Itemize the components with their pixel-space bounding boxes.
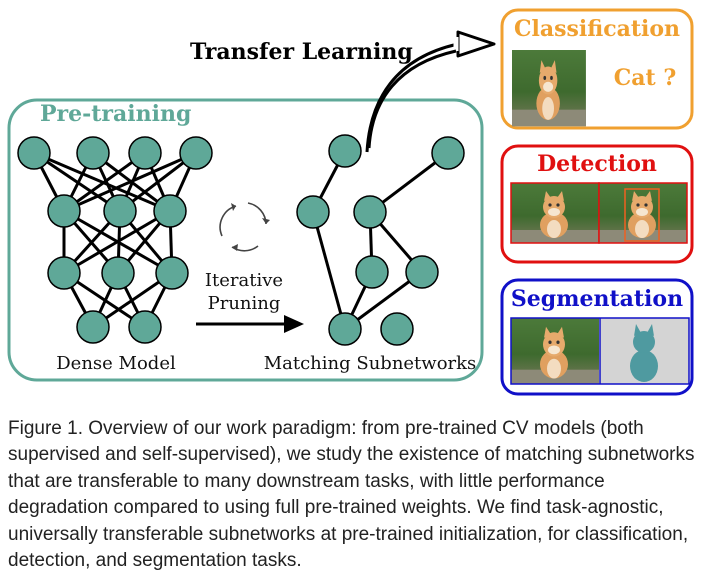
classification-title: Classification	[514, 16, 680, 42]
dense-node	[47, 194, 81, 228]
detection-title: Detection	[537, 151, 657, 177]
dense-node	[128, 136, 162, 170]
dense-node	[155, 256, 189, 290]
subnetwork-node	[296, 195, 330, 229]
iterative-label: Iterative	[205, 270, 283, 291]
subnetwork-edge	[311, 211, 347, 330]
subnetwork-node	[380, 312, 414, 346]
dense-edge	[63, 151, 197, 213]
subnetwork-node	[328, 134, 362, 168]
transfer-arrow-icon	[365, 30, 496, 153]
dense-node	[128, 310, 162, 344]
dense-node	[47, 256, 81, 290]
classification-cat-image	[512, 50, 586, 127]
dense-edge	[63, 209, 171, 275]
overview-figure: Pre-training Dense Model Iterative Pruni…	[7, 8, 694, 396]
dense-model-label: Dense Model	[56, 353, 176, 374]
dense-node	[153, 194, 187, 228]
detection-image-right	[598, 182, 688, 244]
subnetwork-node	[328, 312, 362, 346]
dense-node	[179, 136, 213, 170]
figure-caption: Figure 1. Overview of our work paradigm:…	[8, 418, 695, 572]
detection-image-left	[510, 182, 600, 244]
iterative-cycle-icon	[219, 202, 270, 252]
dense-node	[101, 256, 135, 290]
dense-model-network	[17, 136, 213, 344]
subnetwork-node	[405, 255, 439, 289]
dense-node	[76, 310, 110, 344]
dense-node	[76, 136, 110, 170]
subnetwork-node	[355, 255, 389, 289]
pruning-arrow-icon	[196, 315, 304, 333]
matching-subnetworks-label: Matching Subnetworks	[264, 353, 477, 374]
dense-node	[103, 194, 137, 228]
segmentation-mask	[600, 318, 689, 384]
dense-node	[17, 136, 51, 170]
transfer-learning-label: Transfer Learning	[190, 39, 413, 65]
subnetwork-node	[353, 195, 387, 229]
pretraining-panel	[7, 98, 484, 382]
classification-query: Cat ?	[614, 65, 676, 91]
matching-subnetwork	[296, 134, 465, 346]
segmentation-title: Segmentation	[511, 286, 683, 312]
pruning-label: Pruning	[208, 293, 281, 314]
pretraining-label: Pre-training	[40, 101, 191, 127]
subnetwork-node	[431, 136, 465, 170]
segmentation-image	[511, 318, 599, 384]
